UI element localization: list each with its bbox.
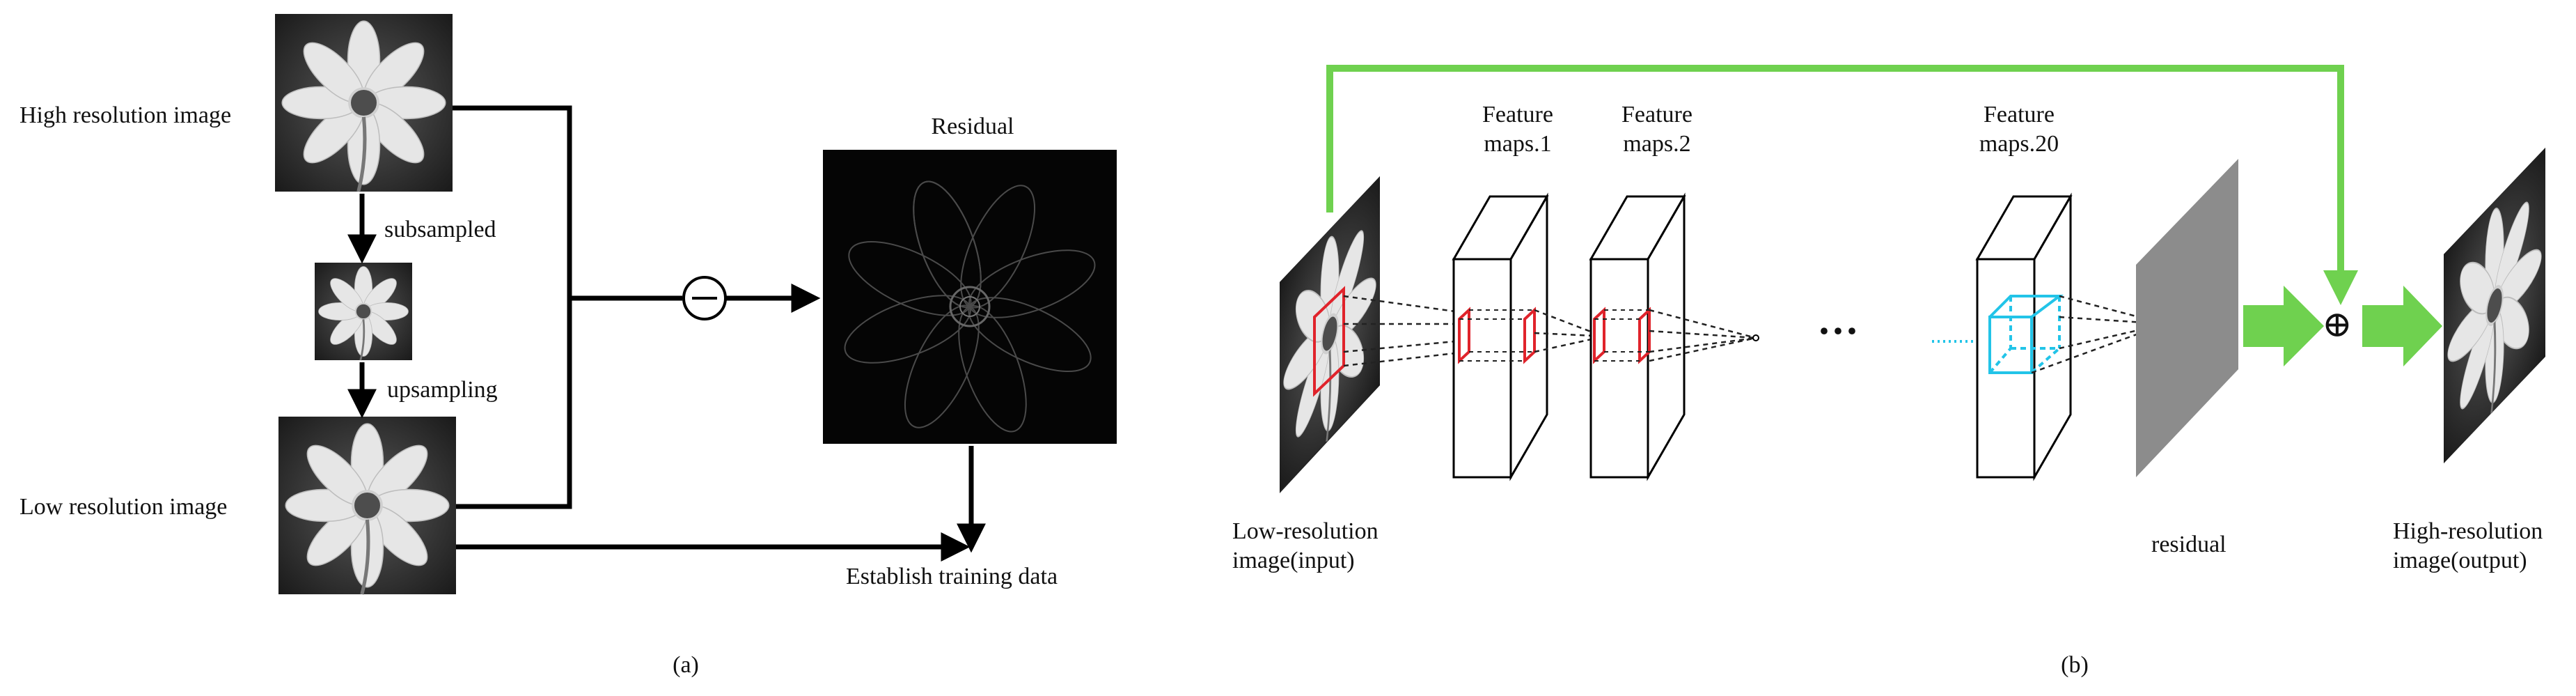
caption-a: (a) [673, 652, 699, 678]
output-label-line2: image(output) [2393, 548, 2527, 573]
establish-training-data-label: Establish training data [846, 564, 1058, 589]
add-operator: ⊕ [2322, 305, 2353, 345]
upsampling-label: upsampling [387, 377, 498, 403]
feature-map-20-line2: maps.20 [1979, 131, 2059, 157]
subsampled-image [313, 261, 414, 362]
ellipsis: ··· [1817, 308, 1860, 354]
low-resolution-label: Low resolution image [19, 494, 228, 520]
feature-map-1-line1: Feature [1482, 102, 1553, 127]
green-arrow-to-output [2362, 286, 2442, 366]
high-resolution-label: High resolution image [19, 102, 232, 128]
residual-plane [2136, 159, 2238, 477]
projection-lines-3 [1649, 309, 1757, 362]
output-image [2444, 148, 2545, 463]
feature-map-2-line2: maps.2 [1623, 131, 1691, 157]
skip-connection-line [1326, 65, 2358, 305]
panel-a [275, 14, 1117, 594]
feature-map-20-label: Feature maps.20 [1949, 100, 2089, 159]
feature-map-2-label: Feature maps.2 [1591, 100, 1723, 159]
caption-b: (b) [2061, 652, 2089, 678]
output-label: High-resolution image(output) [2393, 517, 2543, 575]
residual-label: residual [2151, 532, 2226, 557]
input-label-line2: image(input) [1232, 548, 1355, 573]
residual-image [823, 150, 1117, 444]
feature-map-2-line1: Feature [1621, 102, 1693, 127]
projection-lines-2 [1534, 309, 1595, 353]
connector-low-res [456, 298, 572, 509]
input-image [1280, 176, 1380, 493]
feature-map-1-label: Feature maps.1 [1452, 100, 1584, 159]
low-resolution-image [278, 417, 456, 594]
feature-map-20-line1: Feature [1984, 102, 2055, 127]
input-label-line1: Low-resolution [1232, 518, 1379, 544]
high-resolution-image [275, 14, 453, 192]
subsampled-label: subsampled [384, 217, 496, 242]
input-label: Low-resolution image(input) [1232, 517, 1379, 575]
projection-point [1752, 334, 1759, 341]
projection-lines-1 [1343, 295, 1456, 367]
connector-high-res [453, 105, 572, 298]
feature-map-1-line2: maps.1 [1484, 131, 1552, 157]
output-label-line1: High-resolution [2393, 518, 2543, 544]
green-arrow-to-add [2243, 286, 2324, 366]
feature-map-20 [1975, 192, 2073, 481]
panel-b [1280, 65, 2545, 493]
feature-map-2 [1589, 192, 1686, 481]
residual-title: Residual [931, 114, 1014, 139]
feature-map-1 [1452, 192, 1549, 481]
